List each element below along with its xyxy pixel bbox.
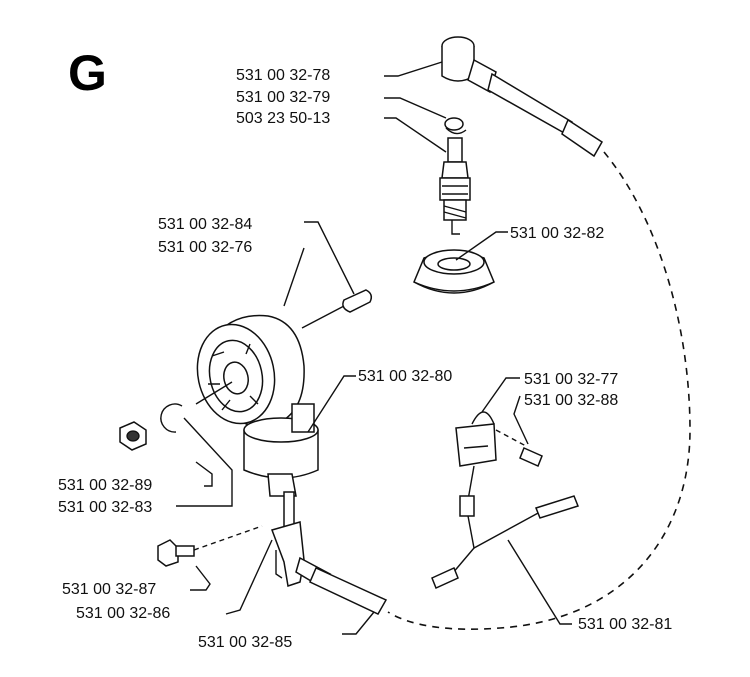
label-531-00-32-87: 531 00 32-87 bbox=[62, 581, 156, 598]
label-531-00-32-88: 531 00 32-88 bbox=[524, 392, 618, 409]
screw-ignition bbox=[157, 525, 263, 567]
label-531-00-32-76: 531 00 32-76 bbox=[158, 239, 252, 256]
hex-nut bbox=[119, 421, 147, 451]
short-circuit-cable bbox=[271, 521, 388, 615]
label-531-00-32-86: 531 00 32-86 bbox=[76, 605, 170, 622]
ht-lead bbox=[387, 72, 691, 631]
label-531-00-32-89: 531 00 32-89 bbox=[58, 477, 152, 494]
circlip bbox=[160, 403, 183, 433]
label-531-00-32-82: 531 00 32-82 bbox=[510, 225, 604, 242]
label-531-00-32-79: 531 00 32-79 bbox=[236, 89, 330, 106]
label-531-00-32-78: 531 00 32-78 bbox=[236, 67, 330, 84]
label-503-23-50-13: 503 23 50-13 bbox=[236, 110, 330, 127]
label-531-00-32-77: 531 00 32-77 bbox=[524, 371, 618, 388]
plug-cover-seat bbox=[413, 249, 495, 294]
flywheel-key bbox=[301, 289, 373, 329]
stop-switch bbox=[431, 411, 579, 590]
ignition-module bbox=[243, 403, 319, 537]
flywheel bbox=[195, 314, 305, 427]
section-letter: G bbox=[68, 45, 107, 101]
label-531-00-32-80: 531 00 32-80 bbox=[358, 368, 452, 385]
label-531-00-32-85: 531 00 32-85 bbox=[198, 634, 292, 651]
spring-clip bbox=[444, 117, 467, 135]
part-labels: 531 00 32-78 531 00 32-79 503 23 50-13 5… bbox=[58, 67, 672, 651]
spark-plug-boot bbox=[441, 36, 497, 94]
screw-stop-switch bbox=[495, 429, 543, 468]
label-531-00-32-84: 531 00 32-84 bbox=[158, 216, 252, 233]
spark-plug bbox=[439, 137, 471, 235]
label-531-00-32-83: 531 00 32-83 bbox=[58, 499, 152, 516]
leader-lines bbox=[176, 61, 572, 635]
label-531-00-32-81: 531 00 32-81 bbox=[578, 616, 672, 633]
